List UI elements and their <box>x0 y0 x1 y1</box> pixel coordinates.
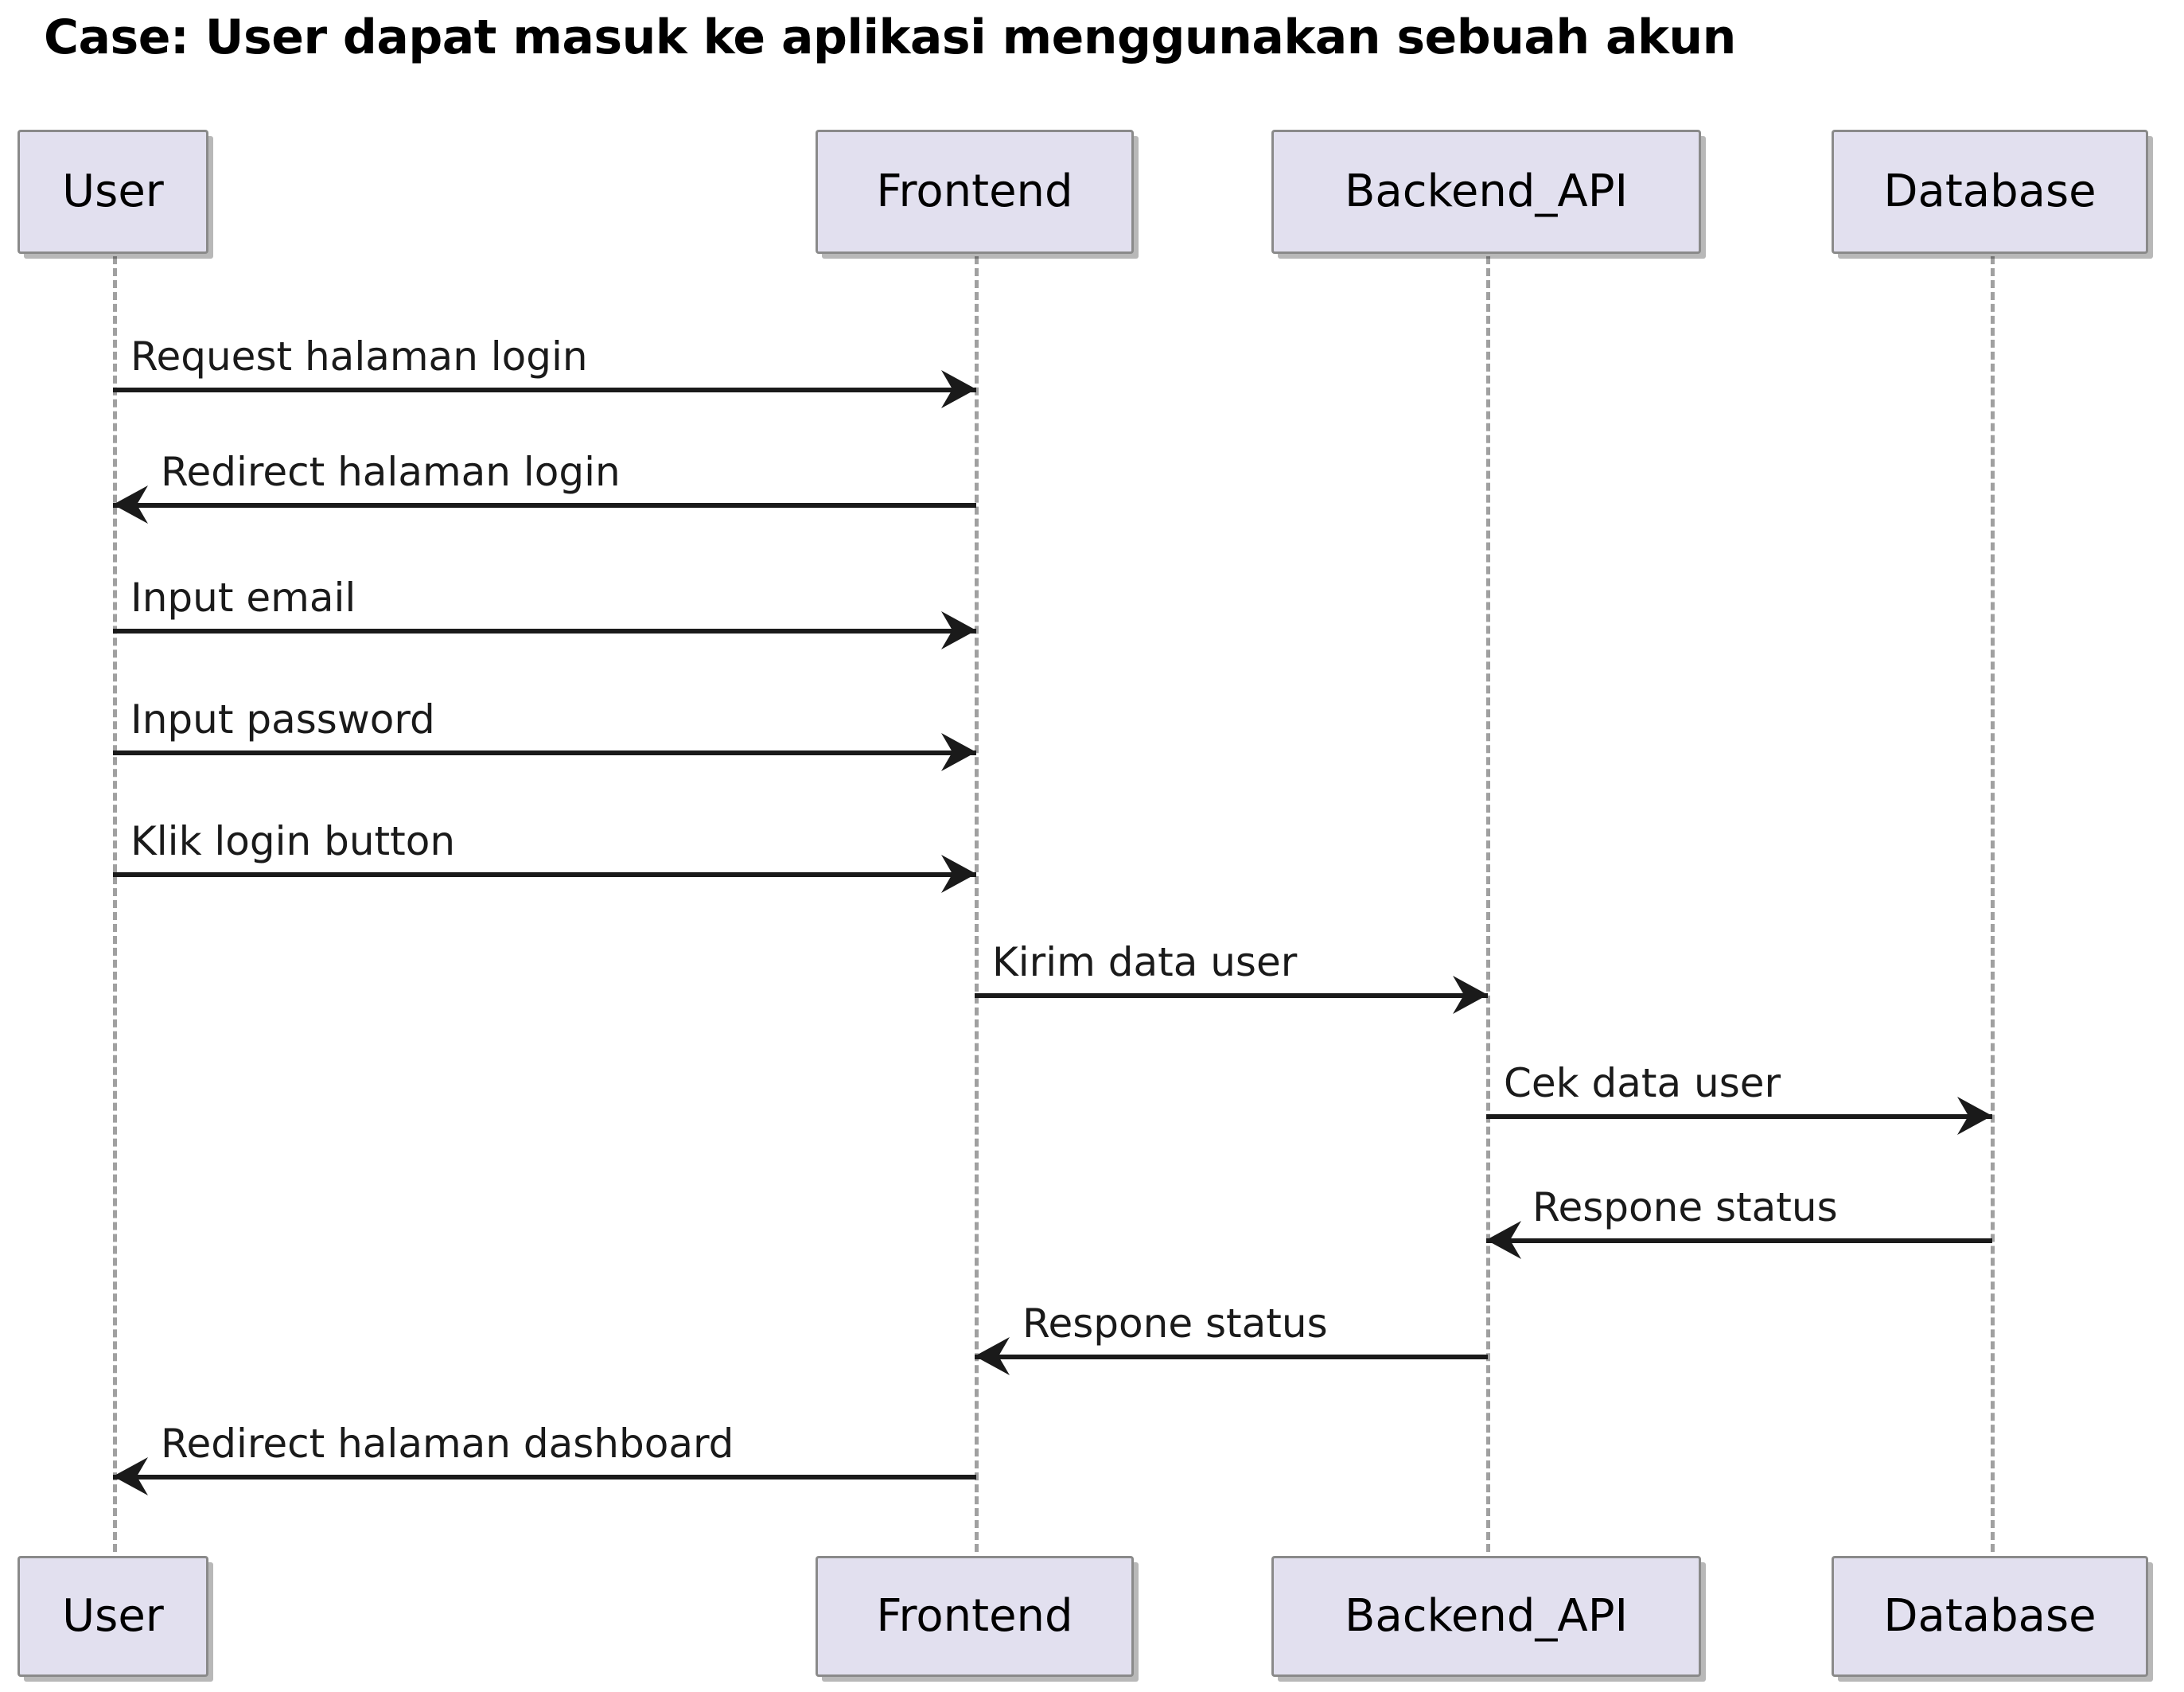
participant-frontend-top-label: Frontend <box>876 166 1073 217</box>
message-9-label: Respone status <box>1022 1300 1328 1347</box>
participant-frontend-bottom-label: Frontend <box>876 1590 1073 1642</box>
arrowhead-right-icon <box>935 608 979 653</box>
message-3-label: Input email <box>130 575 356 621</box>
participant-user-top[interactable]: User <box>18 130 208 254</box>
message-6-line <box>975 993 1488 998</box>
participant-user-bottom-label: User <box>62 1590 164 1642</box>
diagram-title: Case: User dapat masuk ke aplikasi mengg… <box>44 10 1736 65</box>
arrowhead-left-icon <box>971 1334 1016 1378</box>
arrowhead-left-icon <box>1483 1218 1528 1262</box>
participant-frontend-top[interactable]: Frontend <box>816 130 1134 254</box>
lifeline-user <box>113 256 117 1552</box>
arrowhead-right-icon <box>1446 973 1491 1017</box>
participant-backend-api-bottom[interactable]: Backend_API <box>1271 1556 1701 1677</box>
participant-backend-api-bottom-label: Backend_API <box>1344 1590 1629 1642</box>
message-6-label: Kirim data user <box>992 939 1298 985</box>
message-8-label: Respone status <box>1532 1184 1838 1230</box>
message-4-label: Input password <box>130 696 435 743</box>
arrowhead-right-icon <box>935 367 979 411</box>
message-7-line <box>1486 1114 1992 1119</box>
message-3-line <box>113 629 976 634</box>
participant-database-bottom[interactable]: Database <box>1832 1556 2148 1677</box>
participant-database-bottom-label: Database <box>1883 1590 2096 1642</box>
message-2-label: Redirect halaman login <box>161 449 621 495</box>
arrowhead-left-icon <box>110 482 154 527</box>
message-10-line <box>113 1475 976 1480</box>
arrowhead-right-icon <box>1951 1094 1995 1138</box>
message-10-label: Redirect halaman dashboard <box>161 1421 734 1467</box>
arrowhead-left-icon <box>110 1454 154 1499</box>
message-7-label: Cek data user <box>1504 1060 1781 1106</box>
message-8-line <box>1486 1238 1992 1243</box>
message-9-line <box>975 1355 1488 1359</box>
message-5-label: Klik login button <box>130 818 456 864</box>
participant-database-top[interactable]: Database <box>1832 130 2148 254</box>
message-4-line <box>113 750 976 755</box>
participant-backend-api-top-label: Backend_API <box>1344 166 1629 217</box>
message-1-label: Request halaman login <box>130 333 588 380</box>
message-1-line <box>113 388 976 392</box>
participant-backend-api-top[interactable]: Backend_API <box>1271 130 1701 254</box>
message-2-line <box>113 503 976 508</box>
participant-frontend-bottom[interactable]: Frontend <box>816 1556 1134 1677</box>
message-5-line <box>113 872 976 877</box>
participant-user-bottom[interactable]: User <box>18 1556 208 1677</box>
lifeline-backend-api <box>1486 256 1490 1552</box>
participant-user-top-label: User <box>62 166 164 217</box>
lifeline-database <box>1991 256 1995 1552</box>
arrowhead-right-icon <box>935 730 979 774</box>
lifeline-frontend <box>975 256 979 1552</box>
arrowhead-right-icon <box>935 852 979 896</box>
participant-database-top-label: Database <box>1883 166 2096 217</box>
